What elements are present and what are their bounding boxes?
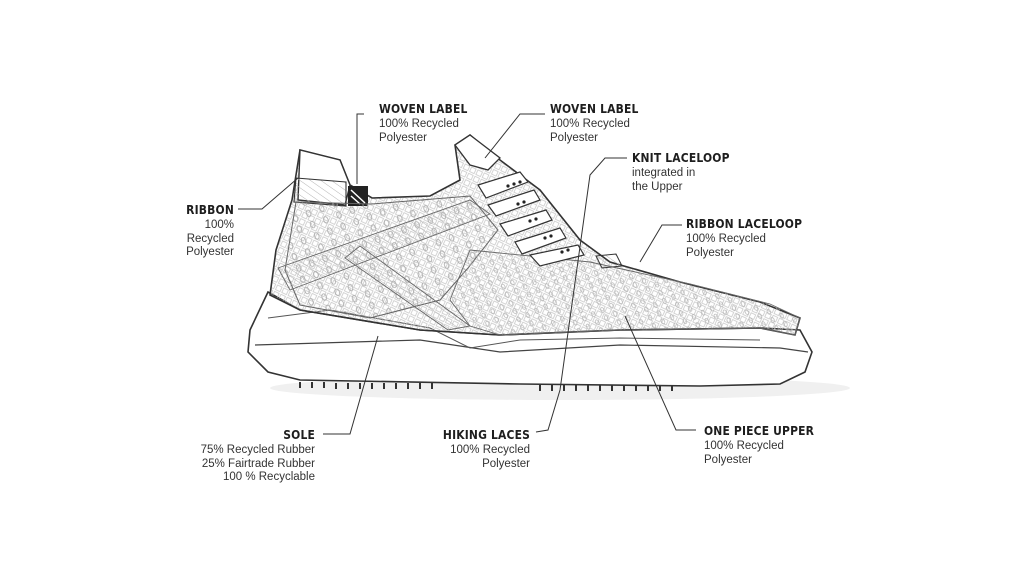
callout-desc-line: 100% Recycled xyxy=(686,233,766,246)
callout-sole: SOLE 75% Recycled Rubber 25% Fairtrade R… xyxy=(170,428,315,485)
callout-desc-line: 100% Recycled xyxy=(550,118,630,131)
callout-title: SOLE xyxy=(283,427,315,442)
callout-desc-line: Recycled xyxy=(186,232,234,245)
callout-title: KNIT LACELOOP xyxy=(632,150,730,165)
laces xyxy=(477,171,585,267)
callout-title: ONE PIECE UPPER xyxy=(704,423,815,438)
callout-desc-line: 25% Fairtrade Rubber xyxy=(201,457,315,470)
callout-desc-line: Polyester xyxy=(704,453,752,466)
lace-eyelets xyxy=(506,180,570,254)
callout-hiking-laces: HIKING LACES 100% Recycled Polyester xyxy=(420,428,530,471)
callout-one-piece-upper: ONE PIECE UPPER 100% Recycled Polyester xyxy=(704,424,832,467)
ribbon-laceloop xyxy=(595,253,623,269)
callout-desc-line: 100% Recycled xyxy=(450,444,530,457)
callout-desc-line: Polyester xyxy=(550,131,598,144)
sole-tread xyxy=(299,382,673,391)
leader-lines xyxy=(238,113,696,435)
callout-desc-line: 100% xyxy=(204,219,234,232)
callout-ribbon-laceloop: RIBBON LACELOOP 100% Recycled Polyester xyxy=(686,217,821,260)
callout-desc-line: integrated in xyxy=(632,167,696,180)
callout-title: RIBBON LACELOOP xyxy=(686,216,803,231)
callout-desc-line: Polyester xyxy=(686,246,734,259)
callout-desc-line: Polyester xyxy=(482,457,530,470)
callout-woven-label-right: WOVEN LABEL 100% Recycled Polyester xyxy=(550,102,653,145)
callout-woven-label-left: WOVEN LABEL 100% Recycled Polyester xyxy=(379,102,482,145)
sole-midline xyxy=(254,339,809,353)
callout-desc-line: 75% Recycled Rubber xyxy=(200,444,315,457)
side-stripe-1 xyxy=(277,199,491,291)
callout-knit-laceloop: KNIT LACELOOP integrated in the Upper xyxy=(632,151,746,194)
callout-desc-line: 100% Recycled xyxy=(379,118,459,131)
side-stripe-2 xyxy=(344,245,472,331)
callout-desc-line: Polyester xyxy=(379,131,427,144)
callout-desc-line: the Upper xyxy=(632,180,683,193)
callout-ribbon: RIBBON 100% Recycled Polyester xyxy=(150,203,234,260)
callout-title: RIBBON xyxy=(186,202,234,217)
callout-desc-line: 100 % Recyclable xyxy=(222,471,315,484)
callout-desc-line: Polyester xyxy=(186,246,234,259)
callout-title: WOVEN LABEL xyxy=(379,101,468,116)
vamp xyxy=(449,249,801,336)
tongue xyxy=(454,134,501,171)
callout-title: WOVEN LABEL xyxy=(550,101,639,116)
callout-title: HIKING LACES xyxy=(442,427,530,442)
callout-desc-line: 100% Recycled xyxy=(704,440,784,453)
